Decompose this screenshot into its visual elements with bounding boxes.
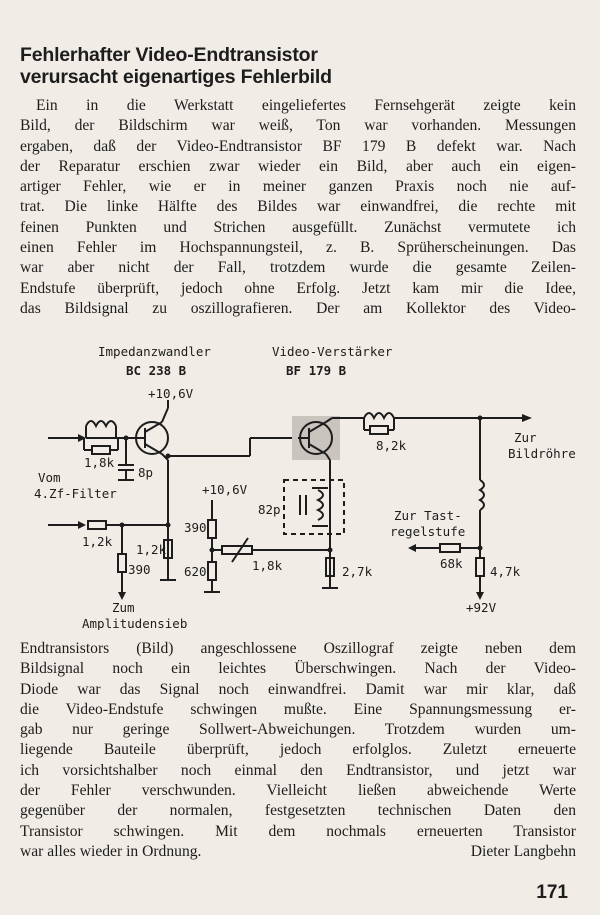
label-bildroehre: Bildröhre — [508, 446, 576, 461]
label-zur: Zur — [514, 430, 537, 445]
title-line-2: verursacht eigenartiges Fehlerbild — [20, 66, 332, 88]
article-title: Fehlerhafter Video-Endtransistor verursa… — [20, 44, 580, 88]
title-line-1: Fehlerhafter Video-Endtransistor — [20, 44, 318, 66]
text-line: liegende Bauteile überprüft, jedoch erfo… — [20, 741, 576, 759]
label-r2: 1,2k — [82, 534, 113, 549]
label-r7: 2,7k — [342, 564, 373, 579]
text-line: gab nur geringe Sollwert-Abweichungen. T… — [20, 721, 576, 739]
label-r6: 620 — [184, 564, 207, 579]
paragraph-2: Endtransistors (Bild) angeschlossene Osz… — [20, 639, 576, 862]
text-line: Endstufe überprüft, jedoch ohne Erfolg. … — [20, 279, 576, 297]
label-t2: BF 179 B — [286, 363, 347, 378]
text-line: das Bildsignal zu oszillografieren. Der … — [20, 299, 576, 317]
label-v2: +10,6V — [202, 482, 248, 497]
label-r3: 390 — [128, 562, 151, 577]
text-line: gegenüber der normalen, festgesetzten te… — [20, 802, 576, 820]
label-r4: 1,2k — [136, 542, 167, 557]
label-vom: Vom — [38, 470, 61, 485]
text-line: war aber nicht der Fall, trotzdem wurde … — [20, 259, 576, 277]
label-c1: 8p — [138, 465, 153, 480]
text-line: die Video-Endstufe schwingen mußte. Eine… — [20, 700, 576, 718]
label-r10: 4,7k — [490, 564, 521, 579]
text-line: der Reparatur erschien zwar wieder ein B… — [20, 157, 576, 175]
label-r8: 8,2k — [376, 438, 407, 453]
text-line: der Fehler verschwunden. Vielleicht ließ… — [20, 782, 576, 800]
closing-line: war alles wieder in Ordnung. Dieter Lang… — [20, 842, 576, 862]
label-r1: 1,8k — [84, 455, 115, 470]
text-line: Ein in die Werkstatt eingeliefertes Fern… — [36, 97, 576, 114]
label-zur-tast: Zur Tast- — [394, 508, 462, 523]
label-r5: 390 — [184, 520, 207, 535]
text-line: ich vorsichtshalber noch einmal den Endt… — [20, 761, 576, 779]
label-zum: Zum — [112, 600, 135, 615]
circuit-schematic: Impedanzwandler BC 238 B +10,6V Video-Ve… — [34, 344, 576, 630]
text-line: trat. Die linke Hälfte des Bildes war ei… — [20, 198, 576, 216]
label-r9: 68k — [440, 556, 463, 571]
label-t1: BC 238 B — [126, 363, 187, 378]
text-line: Diode war das Signal noch einwandfrei. D… — [20, 680, 576, 698]
text-line: ergaben, daß der Video-Endtransistor BF … — [20, 137, 576, 155]
text-line: Bildsignal noch ein leichtes Überschwing… — [20, 660, 576, 678]
label-zf: 4.Zf-Filter — [34, 486, 117, 501]
text-line: Bild, der Bildschirm war weiß, Ton war v… — [20, 117, 576, 135]
author-signature: Dieter Langbehn — [470, 842, 576, 860]
text-line: war alles wieder in Ordnung. — [20, 842, 202, 860]
label-video-verstaerker: Video-Verstärker — [272, 344, 393, 359]
label-amplitudensieb: Amplitudensieb — [82, 616, 187, 630]
text-line: feinen Punkten und Strichen ausgefüllt. … — [20, 218, 576, 236]
text-line: Transistor schwingen. Mit dem nochmals e… — [20, 822, 576, 840]
label-impedanzwandler: Impedanzwandler — [98, 344, 211, 359]
label-v3: +92V — [466, 600, 497, 615]
label-regelstufe: regelstufe — [390, 524, 465, 539]
text-line: einen Fehler im Hochspannungsteil, z. B.… — [20, 239, 576, 257]
label-pot: 1,8k — [252, 558, 283, 573]
label-c2: 82p — [258, 502, 281, 517]
page-number: 171 — [536, 882, 568, 903]
text-line: Endtransistors (Bild) angeschlossene Osz… — [20, 640, 576, 657]
paragraph-1: Ein in die Werkstatt eingeliefertes Fern… — [20, 96, 576, 319]
text-line: artiger Fehler, wie er in meiner ganzen … — [20, 178, 576, 196]
label-v1: +10,6V — [148, 386, 194, 401]
